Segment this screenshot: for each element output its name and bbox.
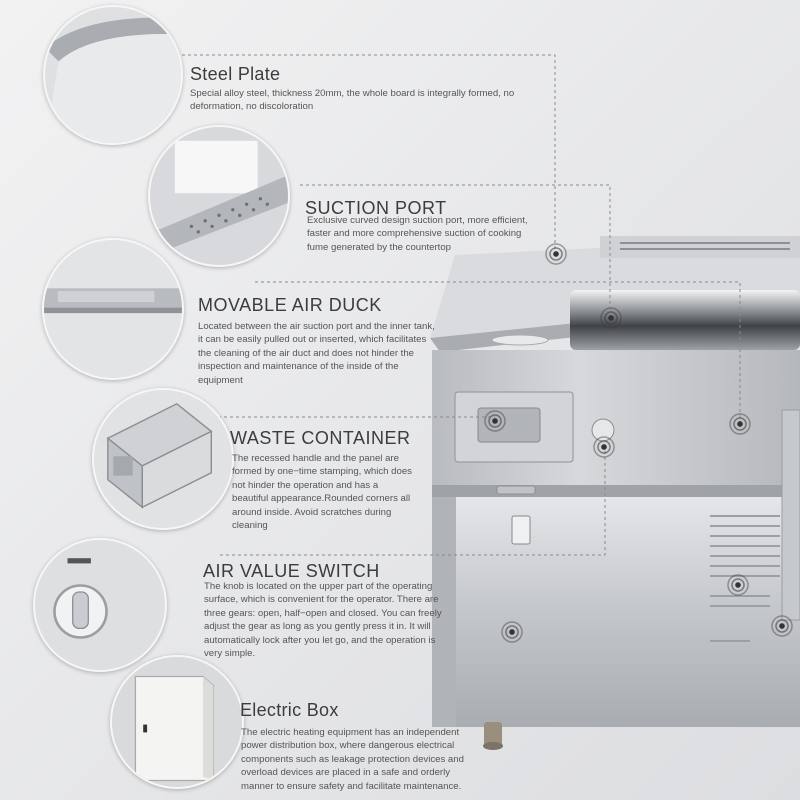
air-duck-description: Located between the air suction port and… <box>198 321 435 386</box>
suction-port-title: SUCTION PORT <box>305 198 447 218</box>
hotspot-steel-plate[interactable] <box>542 240 570 268</box>
electric-box-detail-image <box>110 655 244 789</box>
steel-plate-title: Steel Plate <box>190 64 281 84</box>
air-duck-detail-image <box>42 238 184 380</box>
hotspot-air-switch[interactable] <box>590 433 618 461</box>
suction-port-detail-image <box>148 125 290 267</box>
hotspot-panel-right-1[interactable] <box>724 571 752 599</box>
electric-box-description: The electric heating equipment has an in… <box>241 727 464 792</box>
waste-container-description: The recessed handle and the panel are fo… <box>232 453 412 532</box>
steel-plate-detail-image <box>43 5 183 145</box>
hotspot-air-duck[interactable] <box>726 410 754 438</box>
hotspot-panel-right-2[interactable] <box>768 612 796 640</box>
air-switch-detail-image <box>33 538 167 672</box>
air-switch-description: The knob is located on the upper part of… <box>204 581 442 660</box>
waste-container-title: WASTE CONTAINER <box>230 428 411 448</box>
air-switch-title: AIR VALUE SWITCH <box>203 561 380 581</box>
waste-container-detail-image <box>92 388 234 530</box>
steel-plate-description: Special alloy steel, thickness 20mm, the… <box>190 88 515 113</box>
hotspot-electric-box[interactable] <box>498 618 526 646</box>
suction-port-description: Exclusive curved design suction port, mo… <box>307 215 528 253</box>
hotspot-suction-port[interactable] <box>597 304 625 332</box>
hotspot-waste-container[interactable] <box>481 407 509 435</box>
electric-box-title: Electric Box <box>240 700 339 720</box>
air-duck-title: MOVABLE AIR DUCK <box>198 295 382 315</box>
